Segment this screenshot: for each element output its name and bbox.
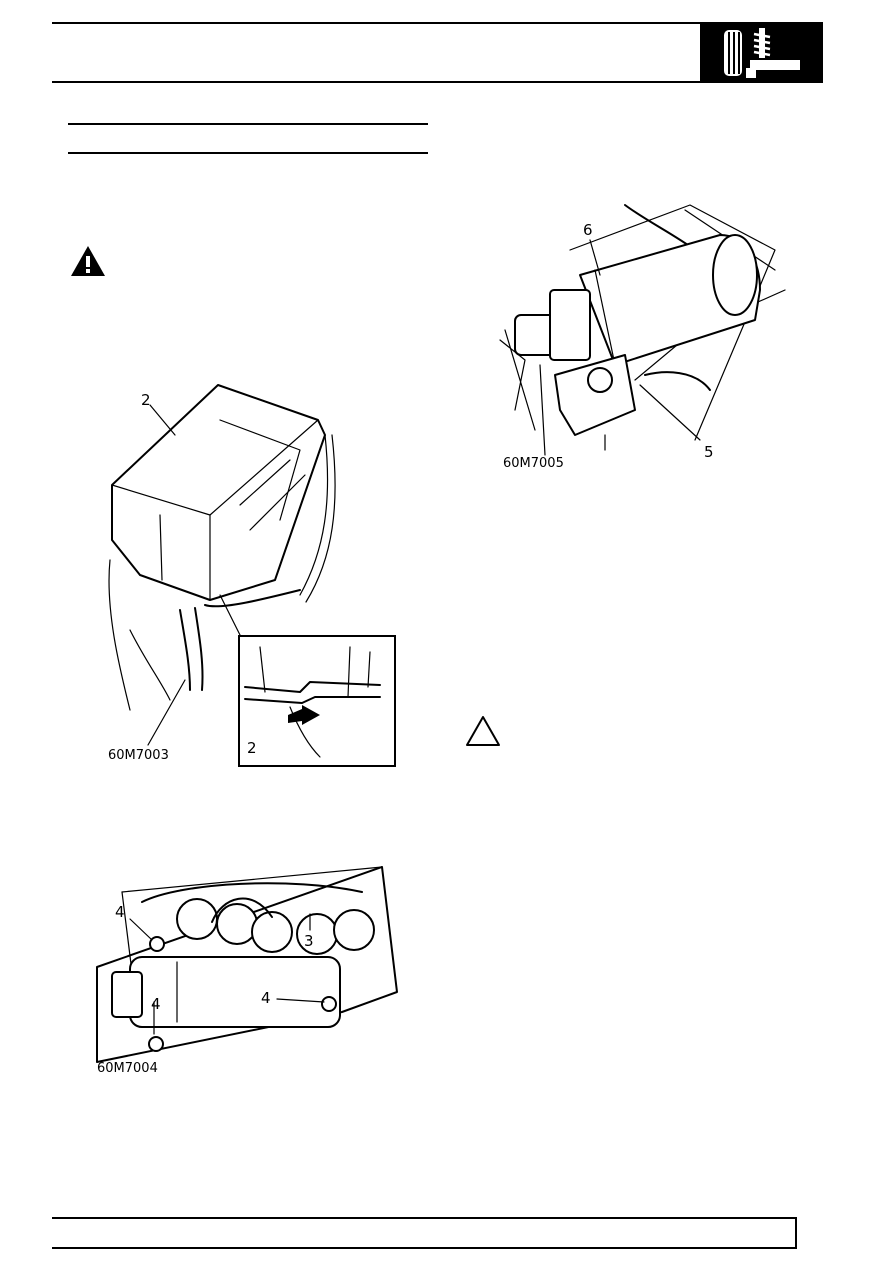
callout-label: 4 [151,995,161,1013]
header-bottom-rule [52,81,822,83]
footer-top-rule [52,1217,797,1219]
suspension-section-icon [700,22,823,83]
figure-code: 60M7003 [108,748,169,763]
footer-bottom-rule [52,1247,797,1249]
figure-60m7005 [495,190,795,460]
figure-code: 60M7004 [97,1061,158,1076]
callout-label: 4 [115,903,125,921]
callout-label: 2 [141,391,151,409]
inset-clip-illustration [244,646,381,758]
callout-label: 4 [261,989,271,1007]
figure-60m7003-inset [238,635,396,767]
caution-triangle-icon [466,716,500,746]
left-heading-rule-top [68,123,428,125]
callout-label: 5 [704,443,714,461]
suspension-icon-graphic [724,28,800,78]
footer-right-rule [795,1217,797,1249]
compressor-unit-illustration [499,204,786,456]
warning-triangle-icon [71,246,105,276]
left-heading-rule-bottom [68,152,428,154]
callout-label: 2 [247,739,257,757]
callout-label: 3 [304,932,314,950]
compressor-mounting-illustration [96,866,398,1063]
figure-60m7003 [100,380,410,770]
figure-code: 60M7005 [503,456,564,471]
callout-label: 6 [583,221,593,239]
header-top-rule [52,22,822,24]
figure-60m7004 [92,862,412,1072]
air-supply-unit-cover-illustration [108,384,336,746]
